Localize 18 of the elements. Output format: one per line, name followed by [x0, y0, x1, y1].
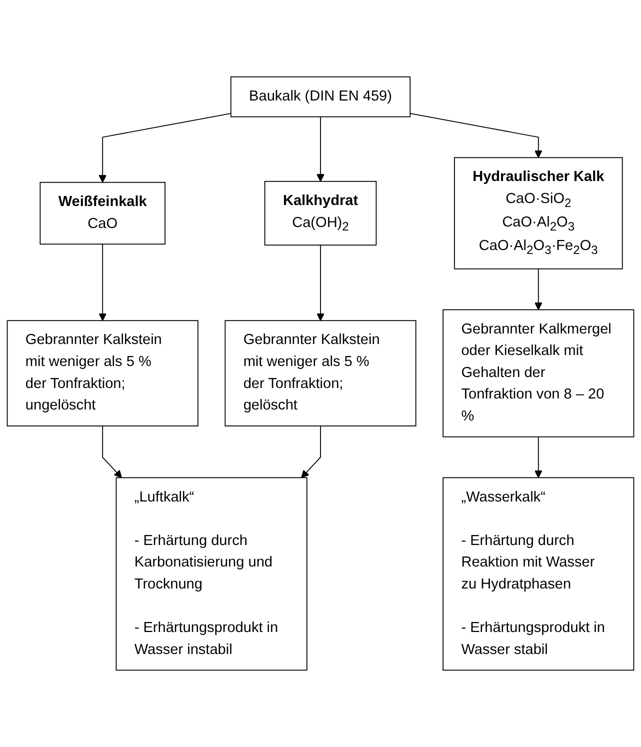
arrow [301, 425, 321, 478]
arrow [98, 112, 232, 183]
node-box [264, 180, 377, 246]
node-box [116, 477, 308, 671]
arrow [316, 244, 324, 321]
node-box [40, 182, 166, 245]
arrow [98, 244, 107, 321]
node-box [6, 320, 198, 426]
arrow [102, 425, 122, 478]
node-box [442, 477, 634, 671]
node-box [454, 157, 623, 270]
arrow [534, 268, 542, 310]
arrow [534, 436, 542, 478]
arrow [410, 112, 542, 158]
arrow [316, 116, 324, 182]
node-box [224, 320, 416, 426]
node-box [442, 309, 634, 438]
node-box [230, 76, 411, 118]
